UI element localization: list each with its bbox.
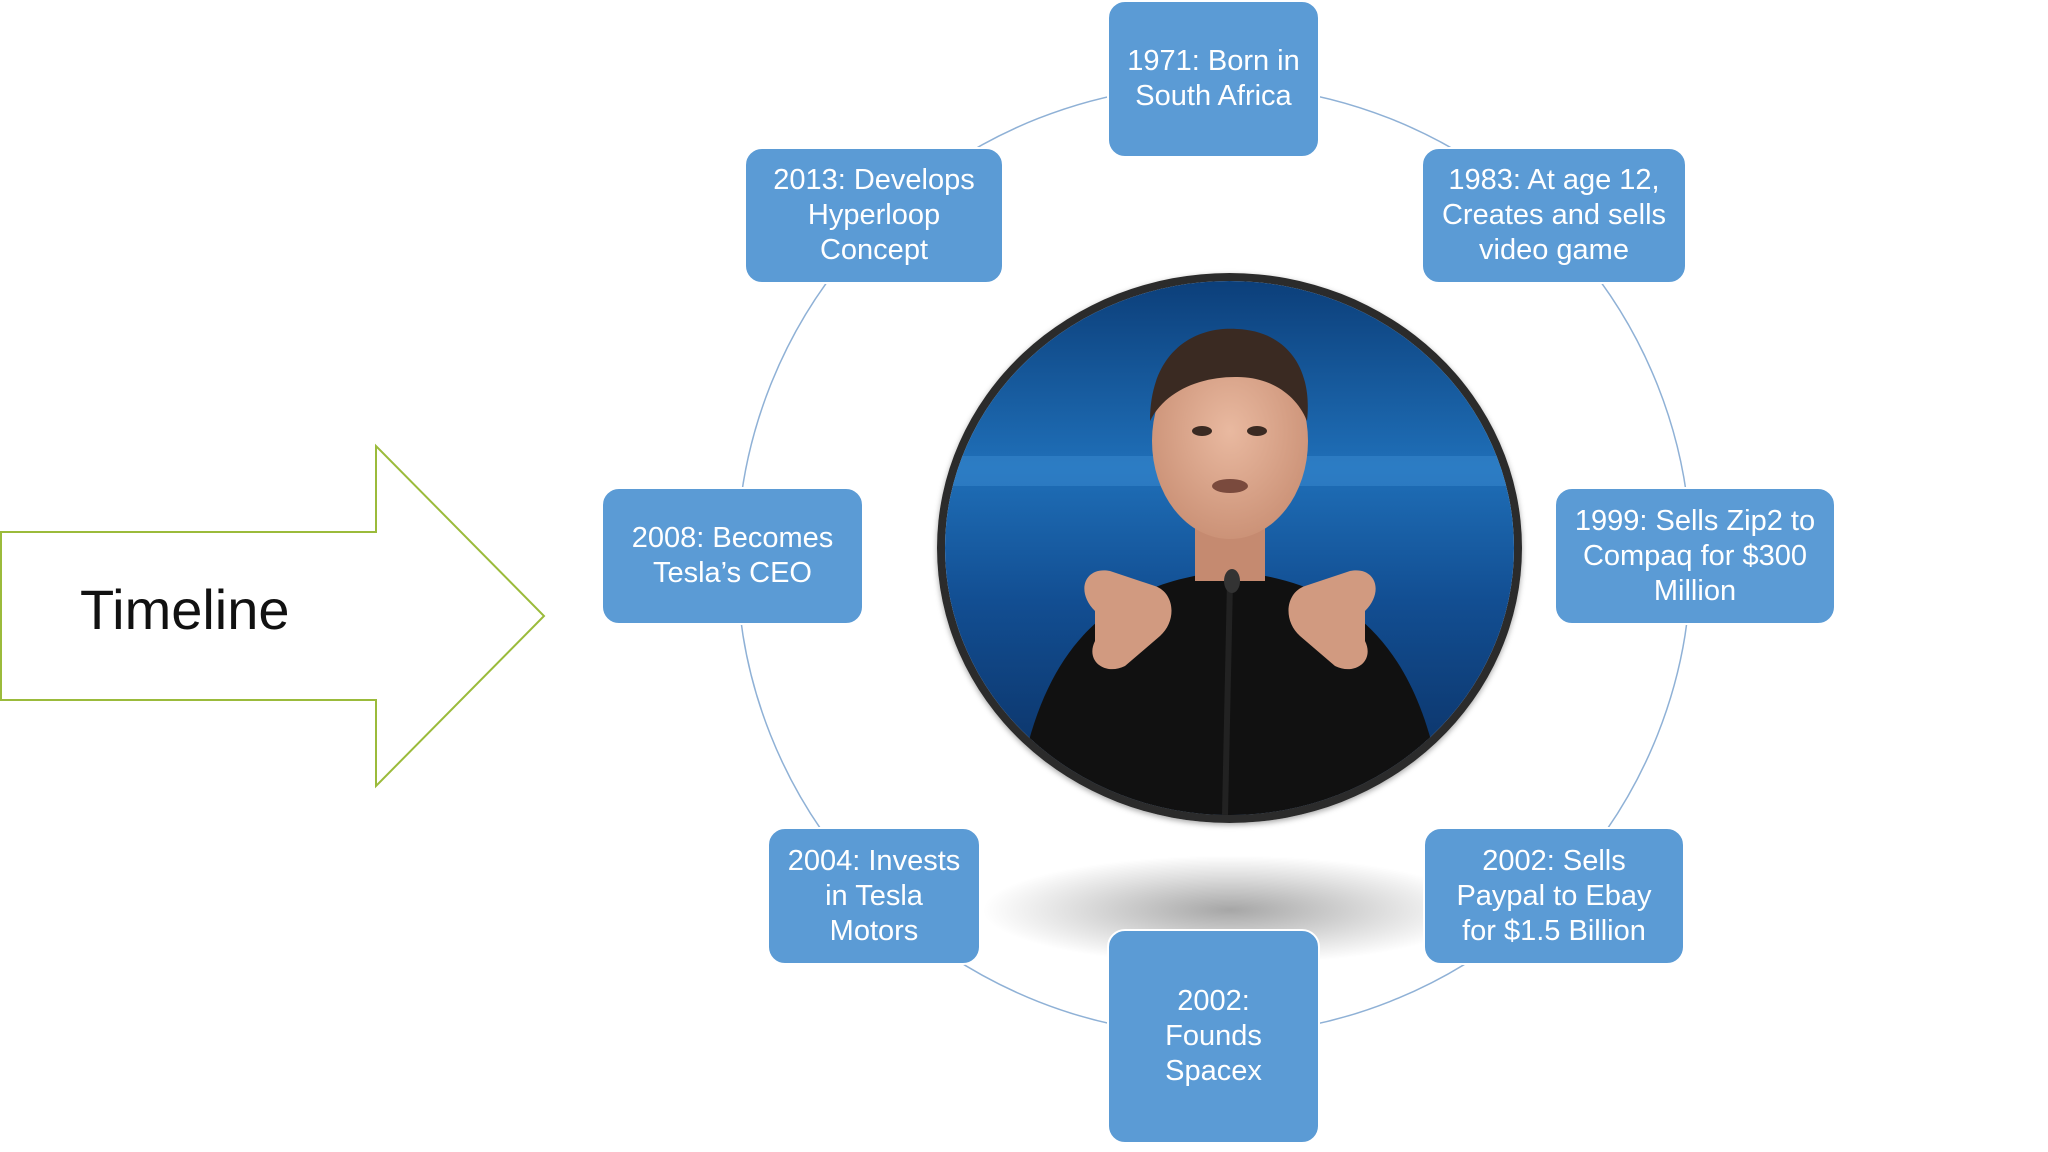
hair-shape bbox=[1150, 328, 1308, 421]
left-hand bbox=[1084, 570, 1172, 670]
event-text: 2013: Develops Hyperloop Concept bbox=[773, 164, 975, 266]
event-text: 2008: Becomes Tesla’s CEO bbox=[631, 522, 834, 589]
event-1983: 1983: At age 12, Creates and sells video… bbox=[1421, 147, 1687, 284]
left-eye bbox=[1192, 426, 1212, 436]
event-1971: 1971: Born in South Africa bbox=[1107, 0, 1320, 158]
face-shape bbox=[1152, 343, 1308, 539]
event-text: 2002: Founds Spacex bbox=[1165, 985, 1262, 1087]
mouth bbox=[1212, 479, 1248, 493]
portrait-illustration bbox=[945, 281, 1514, 815]
event-text: 1983: At age 12, Creates and sells video… bbox=[1441, 164, 1667, 266]
event-2013: 2013: Develops Hyperloop Concept bbox=[744, 147, 1004, 284]
event-2004: 2004: Invests in Tesla Motors bbox=[767, 827, 981, 965]
event-2008: 2008: Becomes Tesla’s CEO bbox=[601, 487, 864, 625]
microphone-head bbox=[1224, 569, 1240, 593]
portrait-photo bbox=[937, 273, 1522, 823]
right-hand bbox=[1288, 570, 1376, 670]
event-2002-paypal: 2002: Sells Paypal to Ebay for $1.5 Bill… bbox=[1423, 827, 1685, 965]
timeline-arrow bbox=[0, 443, 546, 789]
event-text: 2004: Invests in Tesla Motors bbox=[787, 844, 961, 947]
event-1999: 1999: Sells Zip2 to Compaq for $300 Mill… bbox=[1554, 487, 1836, 625]
arrow-shape bbox=[0, 443, 546, 789]
event-text: 1971: Born in South Africa bbox=[1127, 45, 1300, 112]
right-eye bbox=[1247, 426, 1267, 436]
event-text: 2002: Sells Paypal to Ebay for $1.5 Bill… bbox=[1456, 844, 1652, 947]
event-text: 1999: Sells Zip2 to Compaq for $300 Mill… bbox=[1574, 504, 1816, 607]
microphone-stand bbox=[1222, 580, 1233, 815]
timeline-label: Timeline bbox=[80, 578, 290, 641]
event-2002-spacex: 2002: Founds Spacex bbox=[1107, 929, 1320, 1144]
